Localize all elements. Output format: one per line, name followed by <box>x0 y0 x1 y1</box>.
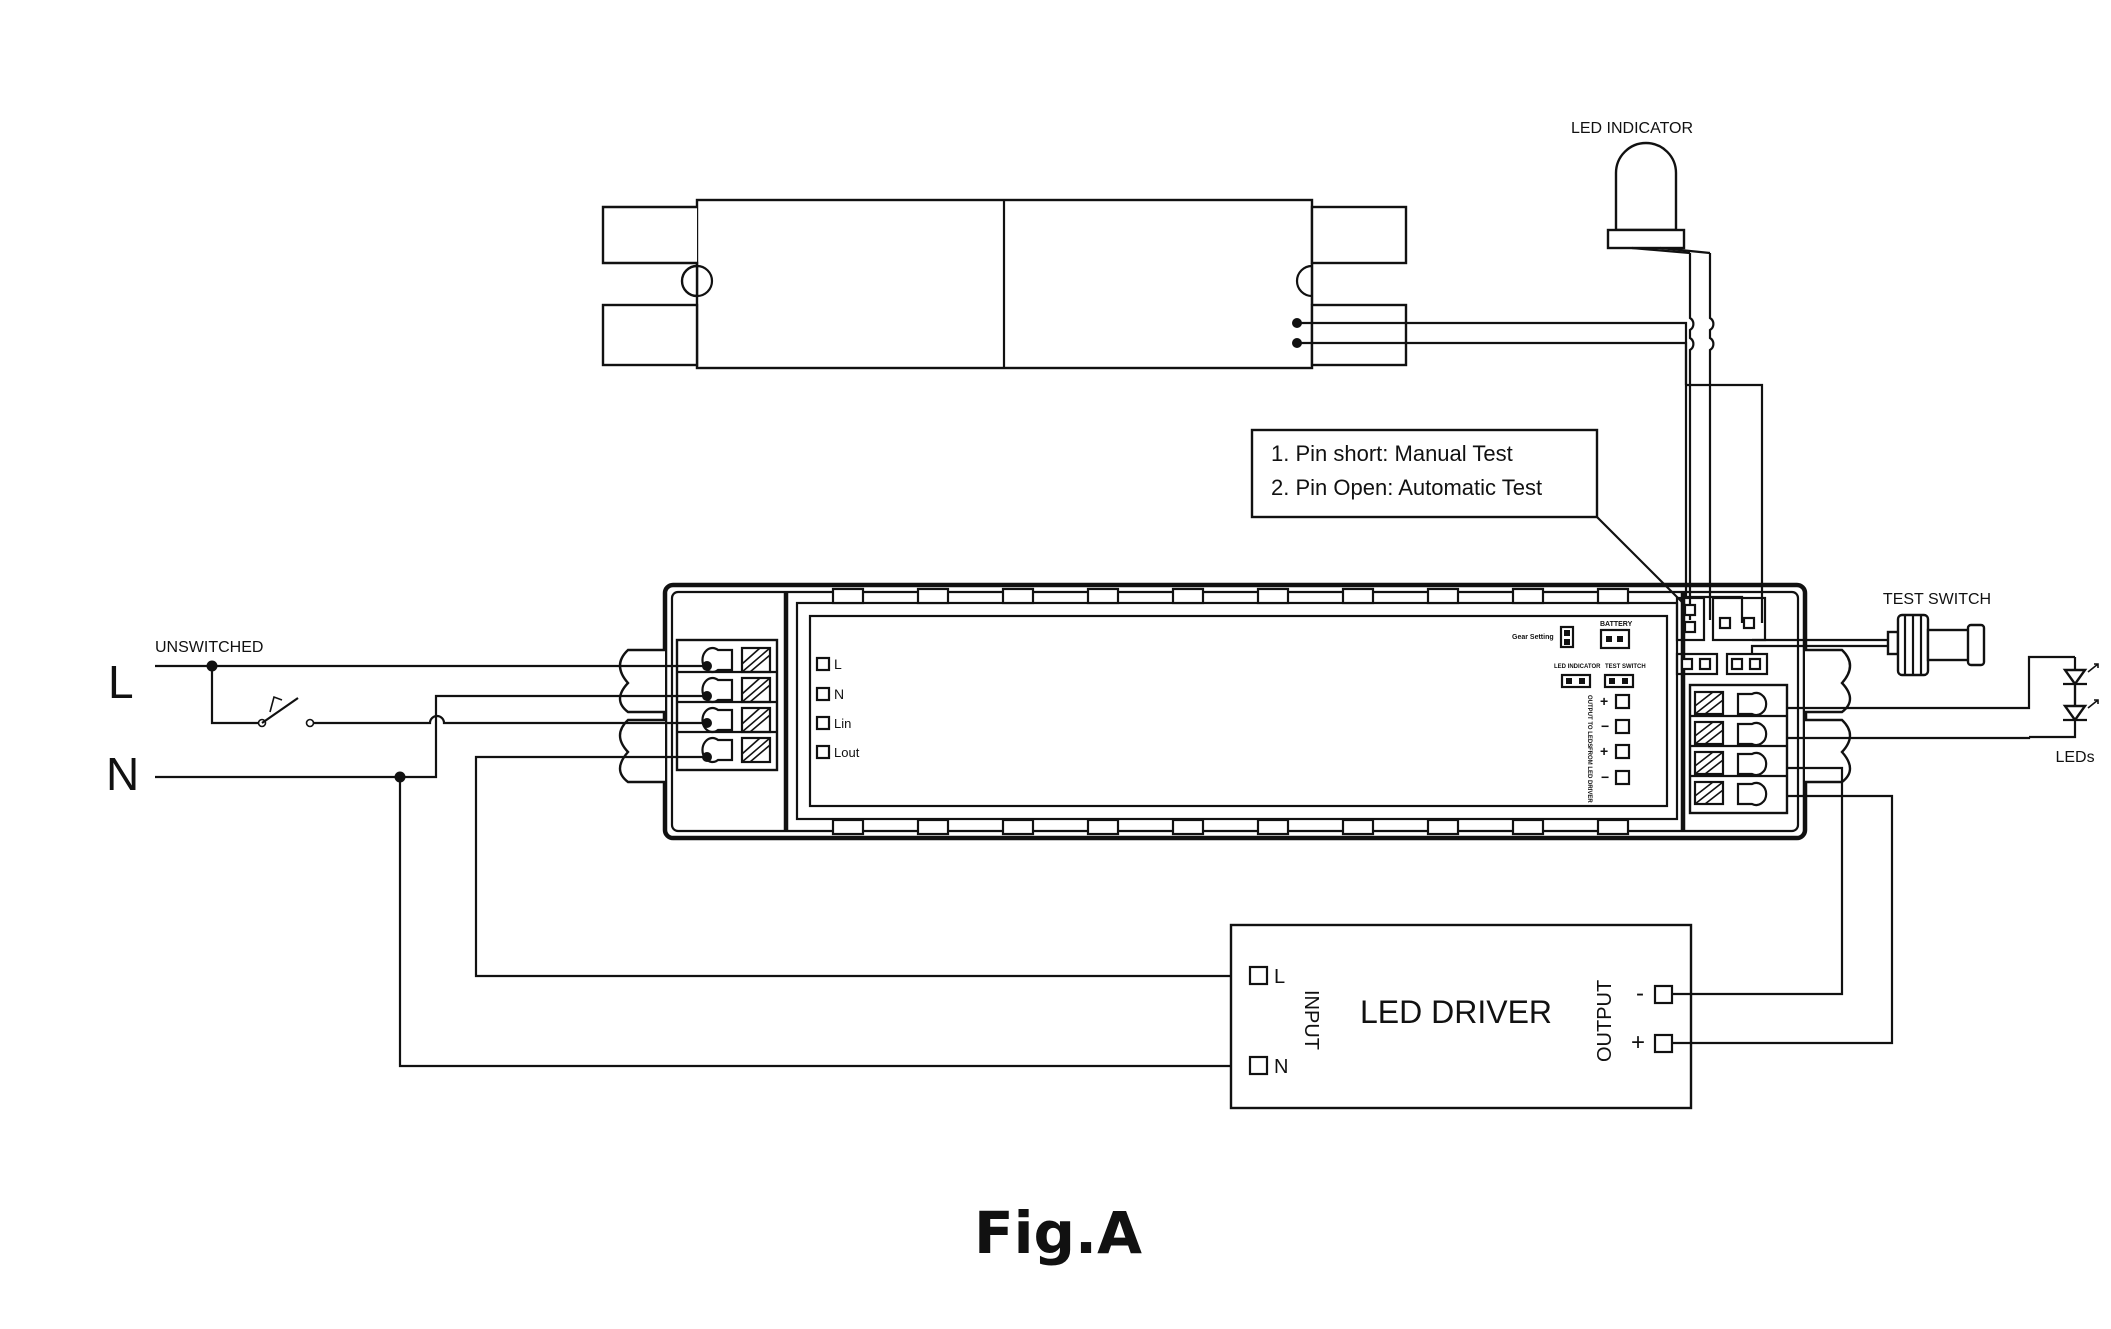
module-terminal-Lout: Lout <box>834 745 860 760</box>
driver-input-l: L <box>1274 966 1285 988</box>
module-terminal-L: L <box>834 656 842 672</box>
module-terminal-N: N <box>834 686 844 702</box>
output-terminal-block <box>1688 683 1789 815</box>
module-right-panel: Gear Setting BATTERY LED INDICATOR TEST … <box>1512 621 1646 803</box>
mains-supply: L N UNSWITCHED <box>106 639 1250 1068</box>
leds-label: LEDs <box>2055 749 2094 766</box>
connector-sockets <box>1675 596 1769 676</box>
out-minus-mark: − <box>1601 718 1609 734</box>
led-2-icon <box>2062 699 2099 723</box>
driver-output-plus: + <box>1631 1029 1645 1056</box>
led-1-icon <box>2062 663 2099 687</box>
note-line-1: 1. Pin short: Manual Test <box>1271 441 1513 466</box>
output-to-leds-mini-label: OUTPUT TO LEDS <box>1586 695 1592 747</box>
supply-neutral-label: N <box>106 748 139 800</box>
unswitched-label: UNSWITCHED <box>155 639 263 656</box>
driver-output-minus: - <box>1636 980 1644 1007</box>
figure-caption: Fig.A <box>974 1199 1142 1267</box>
in-plus-mark: + <box>1600 743 1608 759</box>
led-indicator-mini-label: LED INDICATOR <box>1554 664 1601 670</box>
driver-output-label: OUTPUT <box>1594 980 1616 1062</box>
in-minus-mark: − <box>1601 769 1609 785</box>
led-driver: LED DRIVER INPUT OUTPUT L N - + <box>1229 766 1894 1110</box>
test-switch: TEST SWITCH <box>1750 591 1991 677</box>
terminal-screw-Lin <box>701 706 772 734</box>
led-indicator: LED INDICATOR <box>1571 120 1715 620</box>
vent-tabs <box>831 587 1630 836</box>
test-mode-note: 1. Pin short: Manual Test 2. Pin Open: A… <box>1250 428 1691 611</box>
module-terminal-labels: L N Lin Lout <box>815 656 860 760</box>
battery-pack <box>601 198 1408 370</box>
led-driver-title: LED DRIVER <box>1360 994 1552 1030</box>
driver-input-n: N <box>1274 1056 1288 1078</box>
supply-line-label: L <box>108 656 134 708</box>
led-indicator-label: LED INDICATOR <box>1571 120 1693 137</box>
input-terminal-block <box>675 638 779 772</box>
note-line-2: 2. Pin Open: Automatic Test <box>1271 475 1542 500</box>
battery-label: BATTERY <box>1600 621 1633 628</box>
terminal-screw-N <box>701 676 772 704</box>
from-led-driver-mini-label: FROM LED DRIVER <box>1586 747 1592 803</box>
driver-input-label: INPUT <box>1300 990 1322 1050</box>
emergency-module: L N Lin Lout Gear Setting BATTERY LED IN… <box>618 582 1852 841</box>
led-load: LEDs <box>1787 655 2099 766</box>
gear-setting-label: Gear Setting <box>1512 634 1554 641</box>
test-switch-mini-label: TEST SWITCH <box>1605 664 1646 670</box>
test-switch-label: TEST SWITCH <box>1883 591 1991 608</box>
module-terminal-Lin: Lin <box>834 716 851 731</box>
out-plus-mark: + <box>1600 693 1608 709</box>
